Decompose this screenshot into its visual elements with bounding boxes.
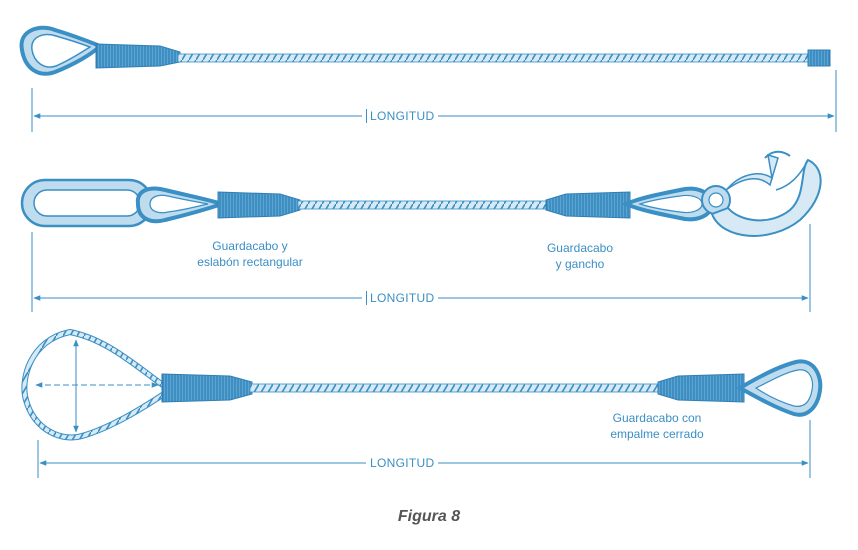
hook xyxy=(701,150,822,237)
note-thimble-hook: Guardacabo y gancho xyxy=(546,241,614,271)
sling-2 xyxy=(20,150,822,312)
length-label-3: LONGITUD xyxy=(366,456,439,470)
sleeve-left-3 xyxy=(161,373,253,403)
end-cap-1 xyxy=(807,49,831,67)
sleeve-right-3 xyxy=(657,373,745,403)
sleeve-left-2 xyxy=(217,191,301,219)
note-thimble-closed-splice: Guardacabo con empalme cerrado xyxy=(610,411,704,441)
rope-3 xyxy=(249,383,661,393)
rope-1 xyxy=(177,53,809,63)
sleeve-right-2 xyxy=(545,191,631,219)
length-label-2: LONGITUD xyxy=(362,291,439,305)
length-label-1: LONGITUD xyxy=(362,109,439,123)
sling-3 xyxy=(21,328,823,478)
rope-2 xyxy=(297,200,549,210)
sling-1 xyxy=(19,25,837,132)
figure-caption: Figura 8 xyxy=(397,508,461,525)
note-thimble-rect-link: Guardacabo y eslabón rectangular xyxy=(197,239,303,269)
sleeve-1 xyxy=(95,43,181,69)
